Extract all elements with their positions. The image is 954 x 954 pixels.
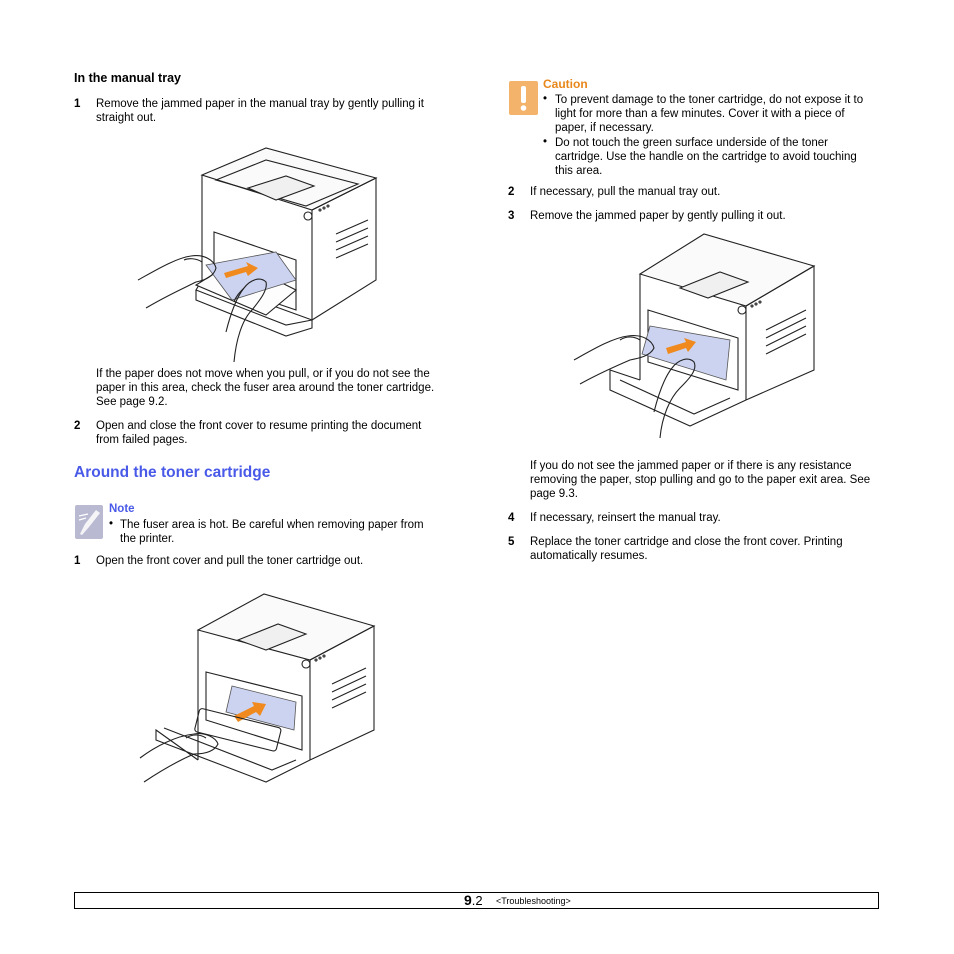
text-line: paper in this area, check the fuser area…: [96, 382, 435, 394]
text-line: page 9.3.: [530, 488, 578, 500]
text-line: The fuser area is hot. Be careful when r…: [120, 519, 424, 531]
step-text: Remove the jammed paper in the manual tr…: [96, 97, 424, 125]
text-line: light for more than a few minutes. Cover…: [555, 108, 845, 120]
manual-tray-heading: In the manual tray: [74, 71, 181, 85]
step-number: 1: [74, 98, 81, 110]
printer-jam-removal-illustration: [570, 230, 820, 440]
step-number: 2: [508, 186, 515, 198]
step-text: Remove the jammed paper by gently pullin…: [530, 210, 786, 222]
text-line: Replace the toner cartridge and close th…: [530, 536, 843, 548]
caution-text: To prevent damage to the toner cartridge…: [555, 93, 863, 135]
printer-manual-tray-illustration: [136, 140, 386, 362]
text-line: automatically resumes.: [530, 550, 648, 562]
note-pencil-icon: [74, 504, 104, 540]
bullet: •: [543, 136, 548, 148]
step-text: Replace the toner cartridge and close th…: [530, 535, 843, 563]
text-line: Remove the jammed paper in the manual tr…: [96, 98, 424, 110]
text-line: from failed pages.: [96, 434, 188, 446]
step-number: 1: [74, 555, 81, 567]
text-line: straight out.: [96, 112, 157, 124]
page-chapter: 9: [464, 892, 472, 908]
paragraph: If the paper does not move when you pull…: [96, 367, 434, 409]
step-number: 2: [74, 420, 81, 432]
step-text: Open the front cover and pull the toner …: [96, 555, 364, 567]
bullet: •: [543, 93, 548, 105]
breadcrumb: <Troubleshooting>: [496, 896, 571, 906]
text-line: To prevent damage to the toner cartridge…: [555, 94, 864, 106]
step-number: 5: [508, 536, 515, 548]
note-text: The fuser area is hot. Be careful when r…: [120, 518, 424, 546]
paragraph: If you do not see the jammed paper or if…: [530, 459, 870, 501]
text-line: cartridge. Use the handle on the cartrid…: [555, 151, 857, 163]
page-sub: .2: [471, 893, 483, 908]
text-line: removing the paper, stop pulling and go …: [530, 474, 871, 486]
text-line: If the paper does not move when you pull…: [96, 368, 430, 380]
step-text: If necessary, reinsert the manual tray.: [530, 512, 721, 524]
page-number: 9.2: [464, 892, 483, 909]
step-text: Open and close the front cover to resume…: [96, 419, 421, 447]
caution-label: Caution: [543, 77, 588, 91]
section-title: Around the toner cartridge: [74, 464, 271, 481]
text-line: this area.: [555, 165, 603, 177]
page-footer: 9.2 <Troubleshooting>: [74, 892, 879, 909]
step-number: 4: [508, 512, 515, 524]
caution-text: Do not touch the green surface underside…: [555, 136, 857, 178]
text-line: the printer.: [120, 533, 175, 545]
text-line: See page 9.2.: [96, 396, 168, 408]
printer-toner-cartridge-illustration: [136, 590, 380, 790]
text-line: If you do not see the jammed paper or if…: [530, 460, 852, 472]
note-label: Note: [109, 503, 135, 515]
step-number: 3: [508, 210, 515, 222]
text-line: Do not touch the green surface underside…: [555, 137, 828, 149]
step-text: If necessary, pull the manual tray out.: [530, 186, 721, 198]
bullet: •: [109, 518, 114, 530]
text-line: Open and close the front cover to resume…: [96, 420, 422, 432]
text-line: paper, if necessary.: [555, 122, 654, 134]
caution-exclamation-icon: [508, 80, 539, 116]
